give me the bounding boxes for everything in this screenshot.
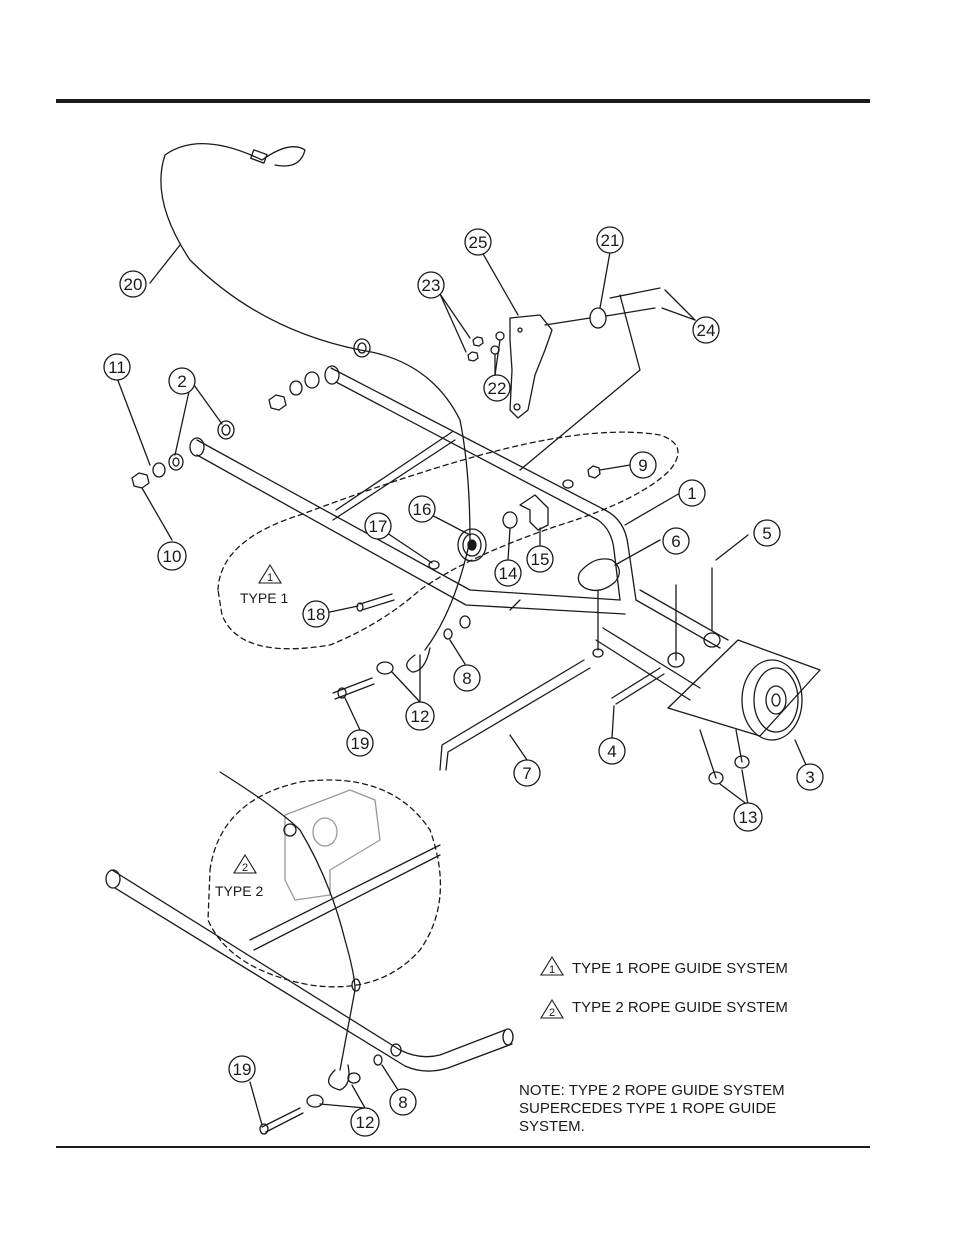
svg-text:10: 10 <box>163 547 182 566</box>
callout-12: 12 <box>406 702 434 730</box>
svg-text:7: 7 <box>522 764 531 783</box>
callout-15: 15 <box>527 546 553 572</box>
wheel <box>668 640 820 740</box>
pulley-washer-and-bolt <box>357 561 439 611</box>
svg-text:4: 4 <box>607 742 616 761</box>
svg-text:14: 14 <box>499 564 518 583</box>
svg-text:12: 12 <box>356 1113 375 1132</box>
svg-text:23: 23 <box>422 276 441 295</box>
lower-frame-tube <box>106 870 513 1071</box>
nut-and-washers-left <box>132 421 234 488</box>
type1-detail-outline <box>218 432 678 649</box>
svg-text:1: 1 <box>267 572 273 584</box>
svg-text:9: 9 <box>638 456 647 475</box>
bracket-spacer-assembly <box>503 466 600 530</box>
svg-text:22: 22 <box>488 379 507 398</box>
svg-text:TYPE 2: TYPE 2 <box>215 883 263 899</box>
svg-text:11: 11 <box>108 358 126 377</box>
note-line-1: NOTE: TYPE 2 ROPE GUIDE SYSTEM <box>519 1082 839 1100</box>
svg-text:8: 8 <box>398 1093 407 1112</box>
svg-text:20: 20 <box>124 275 143 294</box>
svg-text:TYPE 1 ROPE GUIDE SYSTEM: TYPE 1 ROPE GUIDE SYSTEM <box>572 960 788 977</box>
svg-text:2: 2 <box>177 372 186 391</box>
svg-text:19: 19 <box>351 734 370 753</box>
callout-10: 10 <box>158 542 186 570</box>
svg-text:2: 2 <box>242 862 248 874</box>
rope-pulley <box>458 529 486 561</box>
svg-text:3: 3 <box>805 768 814 787</box>
supersede-note: NOTE: TYPE 2 ROPE GUIDE SYSTEM SUPERCEDE… <box>519 1082 839 1136</box>
wheel-caps <box>700 730 749 784</box>
callout-13: 13 <box>734 803 762 831</box>
legend-item-type1: 1 TYPE 1 ROPE GUIDE SYSTEM <box>541 957 788 977</box>
rope-guide-type1 <box>333 616 470 699</box>
callout-16: 16 <box>409 496 435 522</box>
callout-22: 22 <box>484 375 510 401</box>
callout-6: 6 <box>663 528 689 554</box>
callout-14: 14 <box>495 560 521 586</box>
svg-text:18: 18 <box>307 605 326 624</box>
axle-bolts <box>668 568 720 667</box>
svg-text:24: 24 <box>697 321 716 340</box>
svg-text:25: 25 <box>469 233 488 252</box>
rope-guide-type2 <box>260 1044 401 1134</box>
svg-text:19: 19 <box>233 1060 252 1079</box>
note-line-3: SYSTEM. <box>519 1118 839 1136</box>
callout-12-lower: 12 <box>351 1108 379 1136</box>
type1-label: 1 TYPE 1 <box>240 565 288 606</box>
callout-21: 21 <box>597 227 623 253</box>
callout-19: 19 <box>347 730 373 756</box>
legend: 1 TYPE 1 ROPE GUIDE SYSTEM 2 TYPE 2 ROPE… <box>541 957 788 1019</box>
svg-text:1: 1 <box>687 484 696 503</box>
note-line-2: SUPERCEDES TYPE 1 ROPE GUIDE <box>519 1100 839 1118</box>
callout-24: 24 <box>693 317 719 343</box>
handle-frame-tube-upper <box>325 366 636 600</box>
svg-text:13: 13 <box>739 808 758 827</box>
legend-item-type2: 2 TYPE 2 ROPE GUIDE SYSTEM <box>541 999 788 1019</box>
type2-label: 2 TYPE 2 <box>215 855 263 899</box>
svg-text:TYPE 1: TYPE 1 <box>240 590 288 606</box>
callout-8-lower: 8 <box>390 1089 416 1115</box>
svg-text:16: 16 <box>413 500 432 519</box>
svg-text:1: 1 <box>549 964 555 976</box>
callout-25: 25 <box>465 229 491 255</box>
callout-7: 7 <box>514 760 540 786</box>
wheel-axle-bar <box>596 590 728 700</box>
svg-text:6: 6 <box>671 532 680 551</box>
callout-23: 23 <box>418 272 444 298</box>
control-bracket <box>510 315 552 418</box>
svg-text:8: 8 <box>462 669 471 688</box>
svg-text:21: 21 <box>601 231 620 250</box>
rope-cable <box>161 144 470 650</box>
callout-3: 3 <box>797 764 823 790</box>
svg-text:15: 15 <box>531 550 550 569</box>
callout-4: 4 <box>599 738 625 764</box>
callout-1: 1 <box>679 480 705 506</box>
svg-text:17: 17 <box>369 517 388 536</box>
nut-and-washers-upper <box>269 339 370 410</box>
axle-pin <box>612 668 664 704</box>
svg-text:12: 12 <box>411 707 430 726</box>
type2-bracket-ghost <box>285 790 380 900</box>
handle-frame-tube-rear <box>190 438 625 614</box>
callout-9: 9 <box>630 452 656 478</box>
callout-2: 2 <box>169 368 195 394</box>
svg-text:TYPE 2 ROPE GUIDE SYSTEM: TYPE 2 ROPE GUIDE SYSTEM <box>572 999 788 1016</box>
callout-19-lower: 19 <box>229 1056 255 1082</box>
callout-8: 8 <box>454 665 480 691</box>
svg-text:5: 5 <box>762 524 771 543</box>
callout-11: 11 <box>104 354 130 380</box>
svg-text:2: 2 <box>549 1007 555 1019</box>
callout-5: 5 <box>754 520 780 546</box>
callout-17: 17 <box>365 513 391 539</box>
callout-20: 20 <box>120 271 146 297</box>
footer-rule <box>56 1146 870 1148</box>
callout-18: 18 <box>303 601 329 627</box>
